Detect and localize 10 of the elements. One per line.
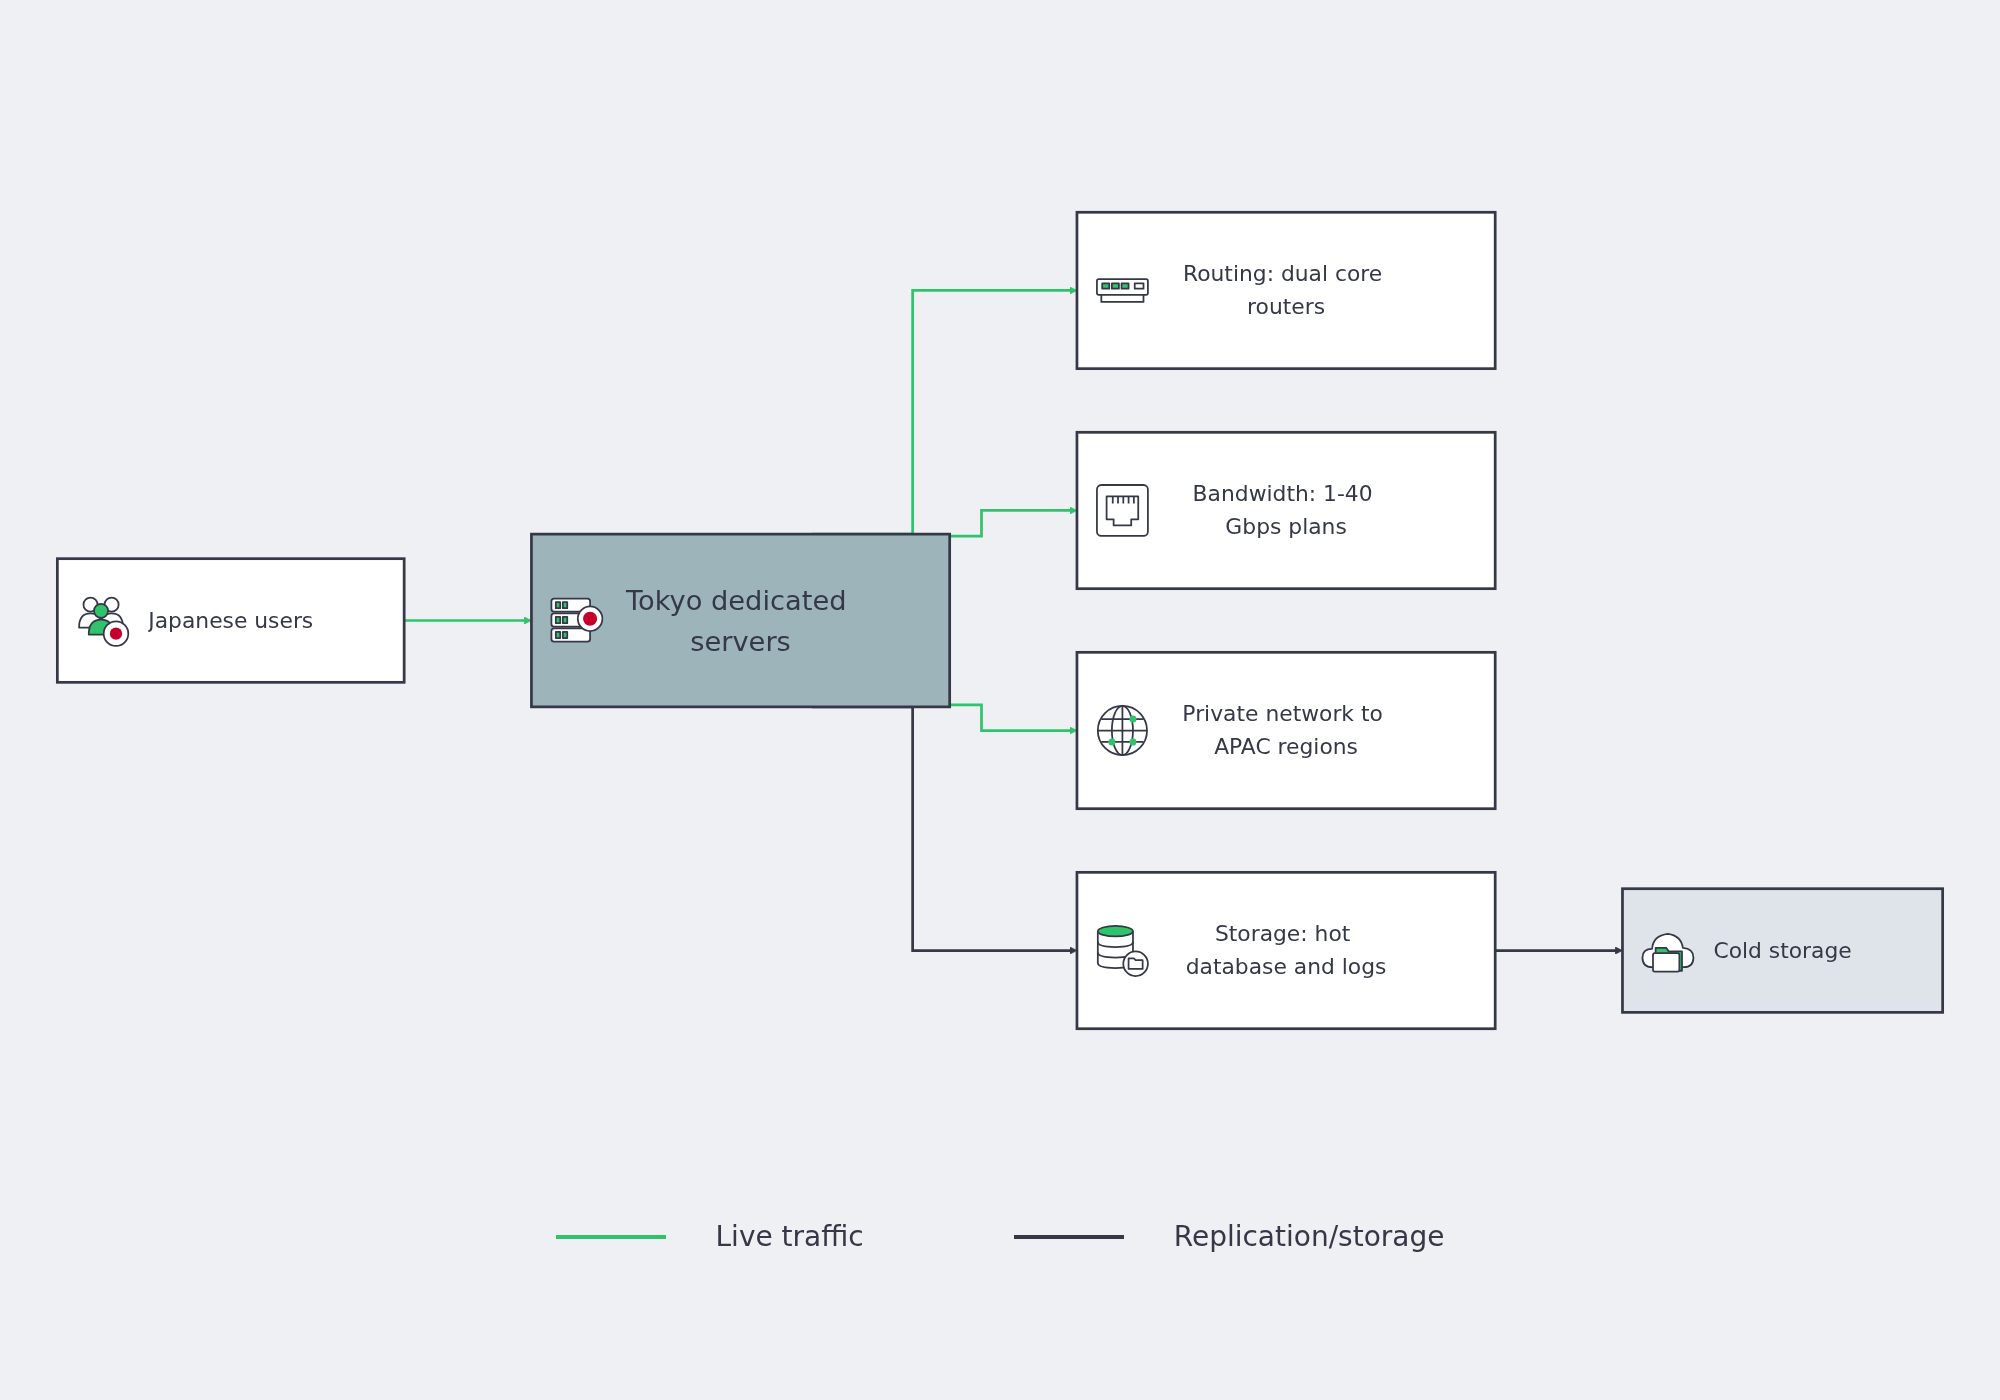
legend-label: Replication/storage [1173, 1220, 1445, 1253]
node-box: Cold storage [1621, 886, 1944, 1014]
node-box: Private network to APAC regions [1075, 650, 1497, 810]
arrow [404, 616, 532, 624]
node-box: Tokyo dedicated servers [530, 532, 952, 708]
arrow [1495, 946, 1623, 955]
node-box: Routing: dual core routers [1075, 210, 1497, 370]
node-box: Storage: hot database and logs [1075, 870, 1497, 1030]
legend-label: Live traffic [715, 1220, 864, 1253]
node-box: Bandwidth: 1-40 Gbps plans [1075, 430, 1497, 590]
